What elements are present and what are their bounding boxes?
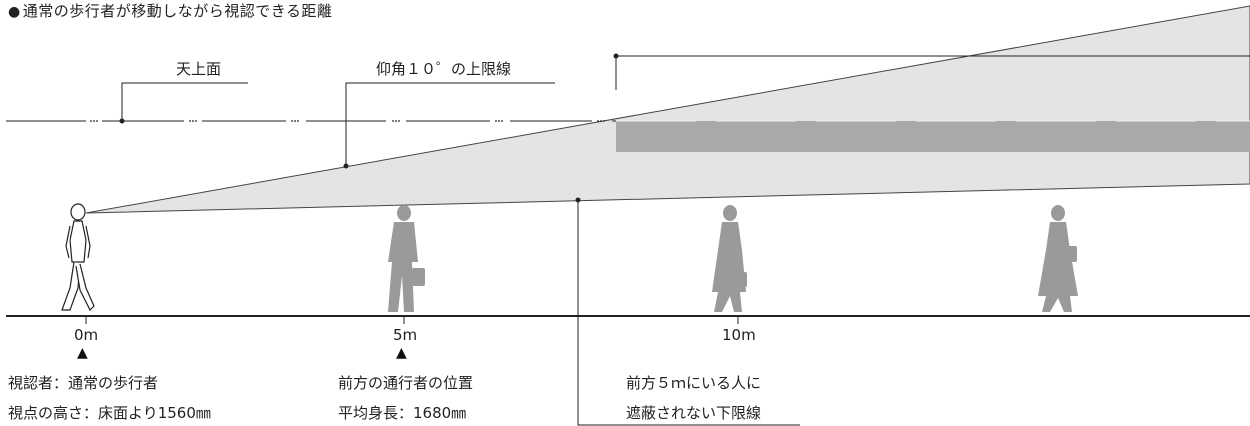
tick-label-0m: 0m	[74, 326, 99, 344]
front-person-marker-icon: ▲	[396, 345, 407, 361]
person-silhouette-far	[1038, 205, 1078, 312]
person-silhouette-5m	[388, 205, 425, 312]
leader-ceiling-dot	[119, 118, 125, 124]
axis-ticks	[85, 316, 739, 324]
lower-limit-caption-2: 遮蔽されない下限線	[626, 404, 762, 422]
title-bullet-icon: ●	[8, 4, 21, 20]
viewer-marker-icon: ▲	[77, 345, 88, 361]
front-person-caption-1: 前方の通行者の位置	[338, 374, 474, 392]
view-cone	[85, 5, 1250, 214]
person-silhouette-10m	[712, 205, 747, 312]
tick-label-10m: 10m	[722, 326, 756, 344]
lower-limit-caption-1: 前方５ｍにいる人に	[626, 374, 762, 392]
leader-lower-limit-dot	[575, 197, 581, 203]
title-text: 通常の歩行者が移動しながら視認できる距離	[22, 2, 333, 20]
ceiling-gap-dots	[90, 120, 605, 122]
label-ceiling: 天上面	[176, 60, 222, 78]
tick-label-5m: 5m	[393, 326, 418, 344]
label-elevation-limit: 仰角１０゜の上限線	[376, 60, 512, 78]
front-person-caption-2: 平均身長：1680㎜	[338, 404, 467, 422]
viewer-caption-2: 視点の高さ：床面より1560㎜	[8, 404, 211, 422]
leader-elevation	[345, 82, 555, 166]
viewer-caption-1: 視認者：通常の歩行者	[8, 374, 159, 392]
leader-ceiling	[121, 82, 248, 121]
leader-sign-dot	[613, 53, 619, 59]
diagram-title: ●通常の歩行者が移動しながら視認できる距離	[8, 2, 332, 21]
viewer-figure	[61, 203, 95, 312]
leader-lower-limit	[577, 200, 800, 426]
sign-band	[616, 121, 1250, 152]
leader-elevation-dot	[343, 163, 349, 169]
